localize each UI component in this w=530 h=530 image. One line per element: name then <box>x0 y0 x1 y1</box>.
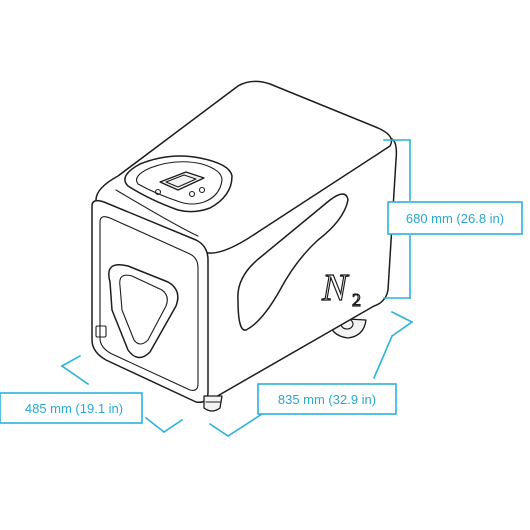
control-button-1 <box>154 188 162 196</box>
front-foot <box>203 395 223 412</box>
front-vent <box>108 264 179 359</box>
control-button-3 <box>198 186 206 194</box>
depth-label: 835 mm (32.9 in) <box>278 392 376 407</box>
control-panel <box>124 155 233 213</box>
width-dimension: 485 mm (19.1 in) <box>0 354 184 434</box>
control-button-2 <box>188 190 196 198</box>
nitrogen-generator-illustration: N 2 <box>91 80 398 412</box>
top-edge-line <box>115 189 199 237</box>
display-screen <box>159 171 205 191</box>
width-label: 485 mm (19.1 in) <box>25 401 123 416</box>
logo-letter: N <box>321 267 350 309</box>
depth-dimension: 835 mm (32.9 in) <box>208 310 414 438</box>
n2-logo: N 2 <box>320 266 361 310</box>
front-bevel <box>99 216 199 391</box>
height-dimension: 680 mm (26.8 in) <box>383 139 523 299</box>
height-label: 680 mm (26.8 in) <box>406 211 504 226</box>
front-indicator <box>95 325 107 338</box>
logo-subscript: 2 <box>352 290 361 310</box>
side-swoosh <box>237 193 349 331</box>
